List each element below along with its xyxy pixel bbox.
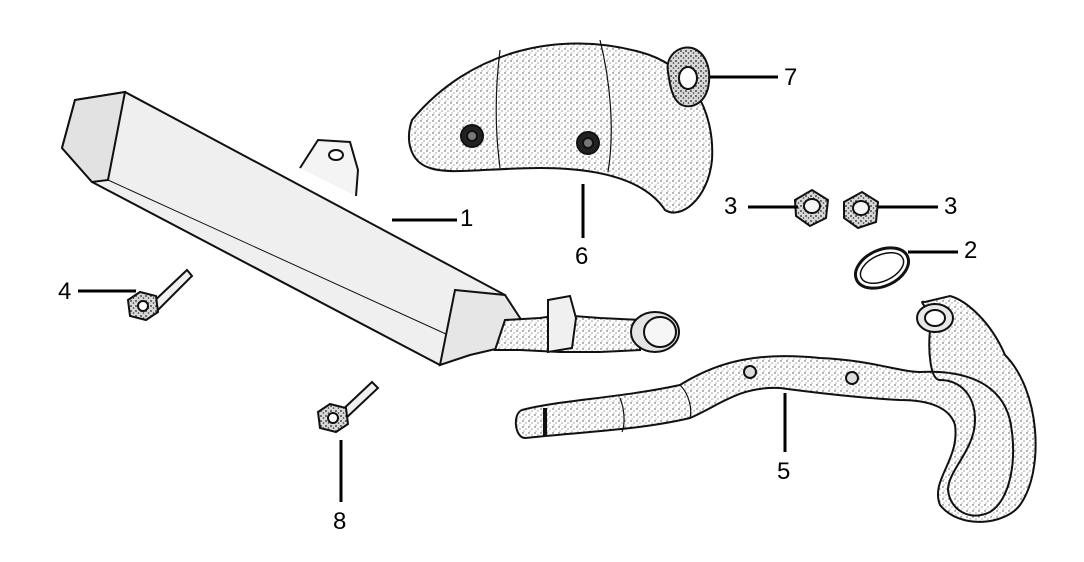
nut-left (793, 188, 830, 228)
heat-shield (408, 39, 714, 214)
bolt-lower (316, 380, 380, 434)
bolt-upper (126, 268, 194, 322)
callout-1: 1 (460, 205, 474, 232)
leader-lines (78, 75, 958, 502)
callout-5: 5 (777, 458, 791, 485)
callout-4: 4 (58, 278, 72, 305)
muffler (60, 90, 680, 367)
flange-gasket (666, 46, 711, 108)
nut-right (843, 190, 880, 230)
callout-3-left: 3 (724, 193, 738, 220)
header-pipe (514, 294, 1037, 523)
callout-8: 8 (333, 508, 347, 535)
callout-3-right: 3 (944, 193, 958, 220)
gasket-ring (854, 246, 910, 290)
callout-7: 7 (784, 64, 798, 91)
callout-2: 2 (964, 237, 978, 264)
callout-6: 6 (575, 243, 589, 270)
